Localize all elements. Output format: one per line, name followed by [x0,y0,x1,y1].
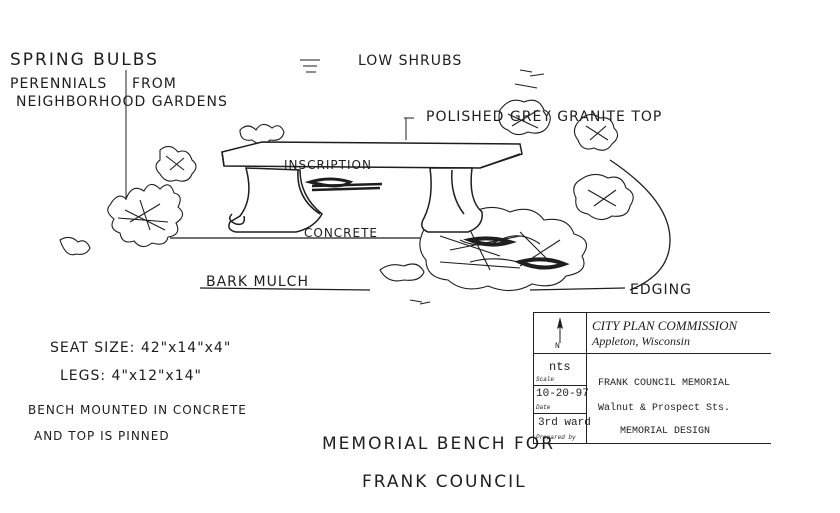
prepared-value: 3rd ward [538,417,591,429]
label-spring-bulbs: SPRING BULBS [10,50,159,70]
title-agency: CITY PLAN COMMISSION [592,318,738,333]
label-edging: EDGING [630,282,692,298]
bench-right-leg [421,167,483,233]
date-label: Date [536,404,551,411]
scale-value: nts [549,360,571,374]
title-block: N CITY PLAN COMMISSION Appleton, Wiscons… [533,312,771,445]
date-value: 10-20-97 [536,388,589,400]
bench [221,141,523,233]
project-location: Walnut & Prospect Sts. [598,403,731,414]
granite-leader-line [404,117,414,140]
back-shrub-mass [239,59,619,151]
edging-curve [609,159,671,291]
north-label: N [555,342,560,351]
label-neighborhood-gardens: NEIGHBORHOOD GARDENS [16,94,228,110]
drawing-heading-line2: FRANK COUNCIL [362,472,527,492]
north-arrow-icon [557,317,563,343]
bark-mulch-line [199,287,371,291]
label-concrete: CONCRETE [304,226,379,240]
label-from: FROM [132,76,177,92]
note-mounting-line1: BENCH MOUNTED IN CONCRETE [28,403,247,417]
note-mounting-line2: AND TOP IS PINNED [34,429,170,443]
left-shrub-mass [59,145,197,256]
label-bark-mulch: BARK MULCH [206,274,309,290]
title-city: Appleton, Wisconsin [592,334,690,348]
scale-label: Scale [536,376,555,383]
prepared-label: Prepared by [536,434,576,441]
label-perennials: PERENNIALS [10,76,108,92]
project-name: FRANK COUNCIL MEMORIAL [598,378,731,389]
label-low-shrubs: LOW SHRUBS [358,53,463,69]
drawing-name: MEMORIAL DESIGN [620,426,711,437]
note-seat-size: SEAT SIZE: 42"x14"x4" [50,340,232,356]
label-granite-top: POLISHED GREY GRANITE TOP [426,109,663,125]
label-inscription: INSCRIPTION [284,158,372,172]
edging-leader-line [529,287,626,291]
drawing-heading-line1: MEMORIAL BENCH FOR [322,434,555,454]
granite-top [221,141,523,169]
note-legs: LEGS: 4"x12"x14" [60,368,202,384]
